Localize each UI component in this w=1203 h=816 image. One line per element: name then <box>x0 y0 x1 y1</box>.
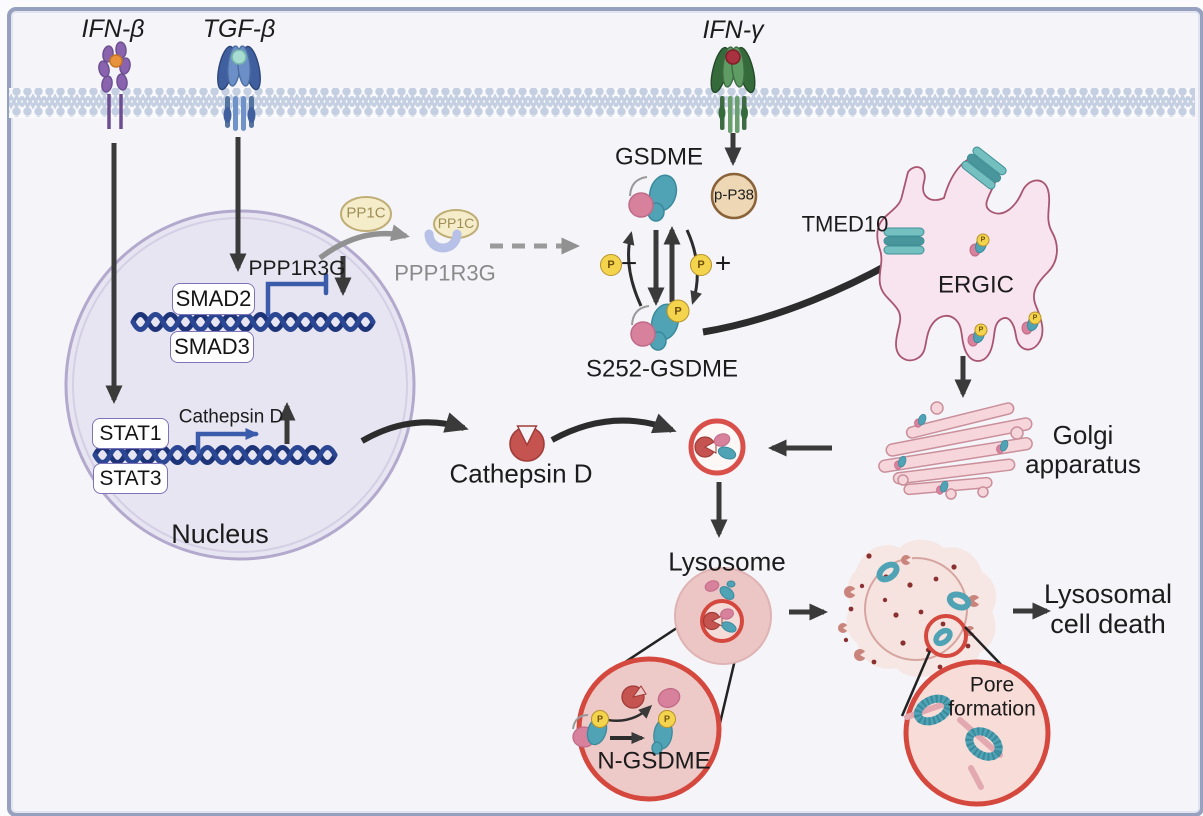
cathepsin-gene-label: Cathepsin D <box>178 406 284 428</box>
tmed10-label: TMED10 <box>801 211 889 237</box>
phospho-badge-plus: P <box>690 254 712 276</box>
plus-sign: + <box>714 247 732 279</box>
ifn-beta-ligand <box>109 54 123 68</box>
nucleus-to-cathepsin-arrow <box>360 412 469 444</box>
smad3-box: SMAD3 <box>170 331 254 363</box>
phospho-badge-ergic: P <box>976 233 990 247</box>
minus-sign: − <box>620 247 638 279</box>
ifn-beta-receptor <box>98 41 131 129</box>
phospho-badge-mag-n: P <box>658 710 676 728</box>
gsdme-protein <box>628 174 678 222</box>
gsdme-label: GSDME <box>614 143 704 171</box>
phospho-badge-mag-full: P <box>591 710 609 728</box>
transport-vesicle <box>688 418 746 476</box>
s252-gsdme-label: S252-GSDME <box>585 355 739 383</box>
stat3-box: STAT3 <box>93 463 168 494</box>
pp1c-bound-label: PP1C <box>437 215 475 232</box>
lysosomal-cell-death-label: Lysosomal cell death <box>1043 578 1173 639</box>
p-p38-label: p-P38 <box>713 186 755 204</box>
pp1c-oval-free <box>340 196 392 232</box>
p-p38-circle <box>710 172 758 220</box>
tmed10-channel-side <box>883 227 925 255</box>
ifn-gamma-ligand <box>725 49 741 65</box>
dna-helix-smad <box>130 312 376 332</box>
phospho-badge-ergic: P <box>1028 311 1042 325</box>
pore-formation-label: Pore formation <box>948 673 1036 720</box>
tmed10-channel-top <box>961 146 1007 190</box>
cathepsin-to-vesicle-arrow <box>550 413 677 443</box>
ppp1r3g-inhibition-tbar <box>265 272 329 317</box>
tgf-beta-label: TGF-β <box>202 15 276 43</box>
phospho-badge-ergic: P <box>974 323 988 337</box>
cathepsin-d-protein <box>509 425 545 462</box>
pp1c-free-label: PP1C <box>346 204 386 222</box>
tgf-beta-ligand <box>231 49 247 65</box>
tgf-beta-receptor <box>217 45 261 131</box>
ppp1r3g-gene-label: PPP1R3G <box>248 257 346 281</box>
n-gsdme-label: N-GSDME <box>597 747 711 775</box>
golgi-label: Golgi apparatus <box>1025 419 1141 479</box>
cathepsin-transcription-arrow <box>195 428 259 455</box>
smad2-box: SMAD2 <box>172 283 255 315</box>
stat1-box: STAT1 <box>92 418 169 449</box>
golgi-apparatus <box>878 401 1033 500</box>
ifn-gamma-receptor <box>710 46 756 133</box>
phosphorylation-cycle-arrows <box>622 226 702 307</box>
ifn-beta-label: IFN-β <box>81 15 145 43</box>
lysosome-body <box>674 567 772 665</box>
magnifier-pore-formation <box>903 659 1051 807</box>
plasma-membrane <box>9 88 1195 118</box>
cathepsin-d-label: Cathepsin D <box>449 458 593 489</box>
ergic-label: ERGIC <box>937 271 1015 299</box>
ppp1r3g-protein <box>424 229 462 253</box>
magnifier-n-gsdme <box>572 656 722 802</box>
magnifier-line <box>900 650 932 717</box>
ifn-gamma-label: IFN-γ <box>702 16 764 44</box>
permeabilized-lysosome <box>838 539 997 677</box>
phospho-badge-minus: P <box>600 254 622 276</box>
pp1c-recruit-arrow <box>318 224 410 261</box>
nucleus-label: Nucleus <box>171 518 269 549</box>
ppp1r3g-protein-label: PPP1R3G <box>394 260 496 286</box>
lysosome-label: Lysosome <box>668 546 786 577</box>
phospho-badge-s252: P <box>666 299 690 323</box>
